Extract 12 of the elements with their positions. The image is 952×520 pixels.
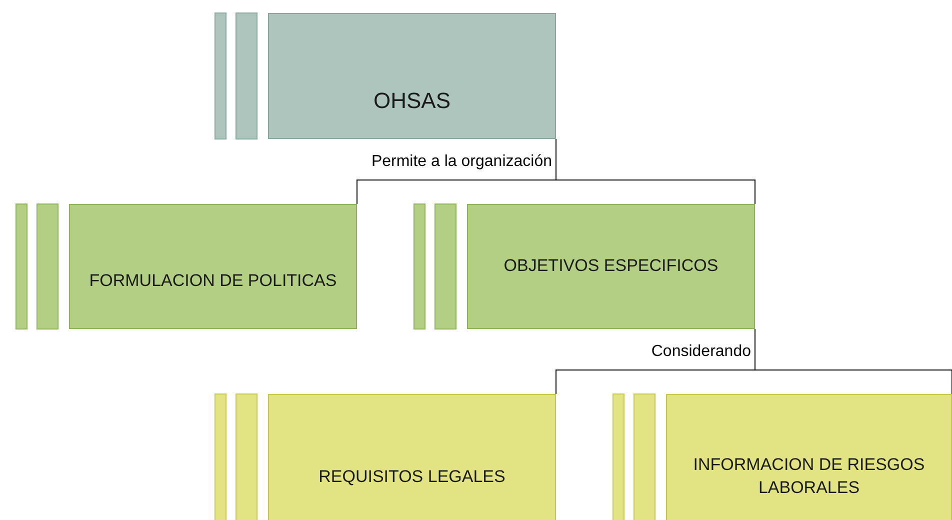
box-label: FORMULACION DE POLITICAS: [89, 270, 337, 292]
connector-line: [754, 328, 952, 394]
process-box: [268, 13, 556, 139]
process-box: [268, 394, 556, 520]
box-label: INFORMACION DE RIESGOS LABORALES: [692, 454, 926, 499]
process-box: [69, 204, 357, 329]
box-label: REQUISITOS LEGALES: [318, 466, 506, 488]
box-label: OBJETIVOS ESPECIFICOS: [504, 255, 718, 278]
box-label: OHSAS: [373, 87, 451, 116]
connector-line: [556, 138, 756, 204]
process-box: [666, 394, 952, 520]
process-box: [467, 204, 755, 329]
